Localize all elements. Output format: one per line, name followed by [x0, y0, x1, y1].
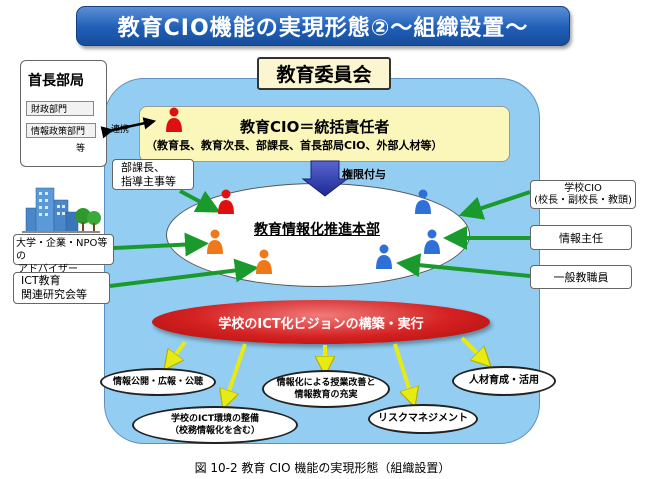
green-arrow-ict-research — [109, 258, 259, 288]
school-cio-line1: 学校CIO — [564, 183, 602, 194]
liaison-arrow — [100, 117, 157, 139]
page-title: 教育CIO機能の実現形態②〜組織設置〜 — [117, 16, 529, 41]
outcome-disclosure: 情報公開・広報・公聴 — [100, 368, 216, 396]
school-cio-line2: (校長・副校長・教頭) — [534, 195, 632, 206]
info-chief-box: 情報主任 — [530, 225, 632, 250]
outcome-class-improvement-line1: 情報化による授業改善と — [276, 378, 376, 388]
outcome-class-improvement-line2: 情報教育の充実 — [294, 390, 358, 400]
outcome-risk-management: リスクマネジメント — [368, 404, 478, 434]
board-of-education-label: 教育委員会 — [257, 57, 391, 90]
university-advisor-box: 大学・企業・NPO等の アドバイザー — [13, 234, 114, 275]
education-cio-members: （教育長、教育次長、部課長、首長部局CIO、外部人材等） — [146, 139, 443, 152]
outcome-class-improvement: 情報化による授業改善と 情報教育の充実 — [262, 370, 390, 408]
promotion-headquarters-label: 教育情報化推進本部 — [254, 222, 380, 238]
university-advisor-line2: アドバイザー — [18, 264, 78, 275]
person-icon-red — [218, 189, 234, 214]
authority-down-arrow — [301, 160, 349, 197]
school-cio-box: 学校CIO (校長・副校長・教頭) — [530, 180, 636, 209]
green-arrow-school-cio — [458, 190, 531, 220]
mayor-department-title: 首長部局 — [28, 73, 84, 89]
ict-research-line1: ICT教育 — [21, 274, 61, 287]
department-heads-box: 部課長、 指導主事等 — [112, 159, 194, 190]
person-icon-blue — [424, 229, 440, 254]
education-cio-title: 教育CIO＝統括責任者 — [240, 118, 390, 136]
green-arrows — [109, 189, 531, 288]
figure-caption: 図 10-2 教育 CIO 機能の実現形態（組織設置） — [194, 461, 451, 475]
person-icon-orange — [256, 249, 272, 274]
finance-department: 財政部門 — [26, 101, 94, 116]
authority-grant-label: 権限付与 — [342, 168, 386, 181]
info-policy-department: 情報政策部門 — [26, 123, 96, 138]
ict-research-line2: 関連研究会等 — [21, 288, 87, 301]
university-advisor-line1: 大学・企業・NPO等の — [16, 238, 108, 262]
department-heads-line2: 指導主事等 — [121, 175, 176, 188]
ict-research-group-box: ICT教育 関連研究会等 — [13, 272, 110, 304]
green-arrow-staff — [396, 253, 531, 278]
mayor-etc-label: 等 — [76, 144, 86, 154]
green-arrow-dept-heads — [179, 189, 221, 213]
outcome-ict-environment-line1: 学校のICT環境の整備 — [170, 414, 260, 424]
green-arrow-university — [113, 232, 209, 257]
building-icon — [22, 187, 101, 233]
department-heads-line1: 部課長、 — [121, 161, 165, 174]
outcome-human-resources: 人材育成・活用 — [452, 366, 556, 396]
general-staff-box: 一般教職員 — [530, 265, 632, 289]
ict-vision-label: 学校のICT化ビジョンの構築・実行 — [218, 316, 424, 332]
person-icon-orange — [207, 229, 223, 254]
ict-vision-ellipse — [152, 300, 490, 344]
person-icon-red — [166, 107, 182, 132]
yellow-arrows — [170, 336, 484, 400]
person-icon-blue — [376, 244, 392, 269]
title-banner: 教育CIO機能の実現形態②〜組織設置〜 — [76, 6, 570, 46]
person-icon-blue — [415, 189, 431, 214]
outcome-ict-environment: 学校のICT環境の整備 （校務情報化を含む） — [132, 406, 298, 444]
outcome-ict-environment-line2: （校務情報化を含む） — [169, 426, 260, 436]
